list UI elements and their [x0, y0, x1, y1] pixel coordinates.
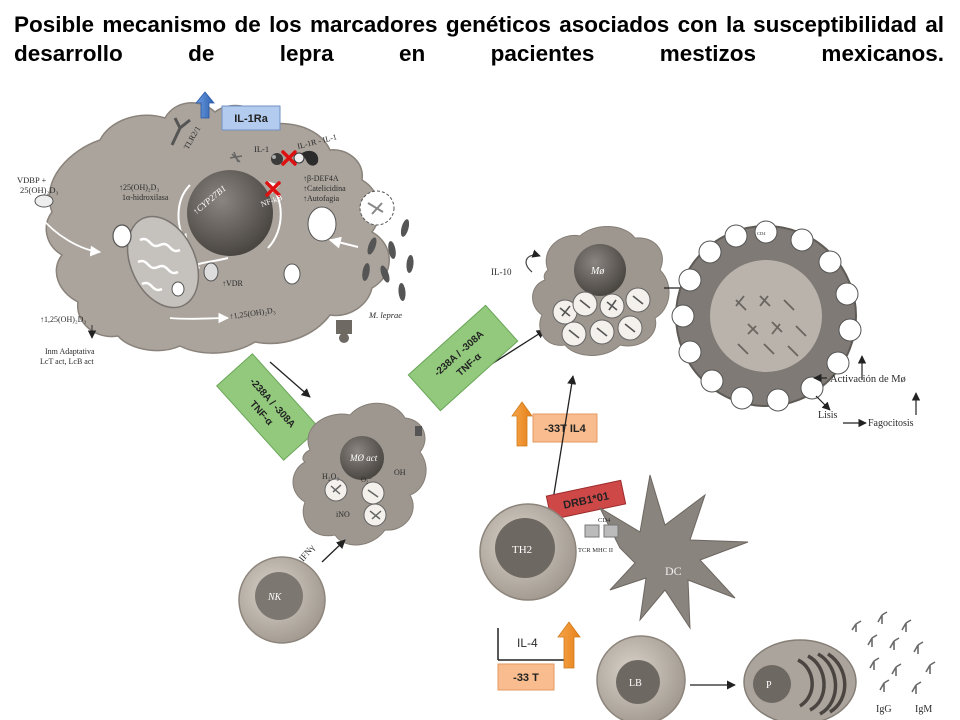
- il4-33t-label: -33T IL4: [544, 423, 586, 435]
- antibody-icons: [851, 611, 936, 694]
- drb1-box: DRB1*01: [545, 479, 627, 521]
- p-label: P: [766, 680, 772, 691]
- th2-dc-panel: DC TH2 CD4 TCR MHC II: [479, 474, 749, 630]
- tnf-box-left: -238A / -308A TNF-α: [216, 353, 320, 461]
- up-arrow-icon: [195, 91, 215, 119]
- tlr-receptor-icon: [170, 117, 191, 146]
- macrophage-panel: VDBP + 25(OH)₂D₃ ↑25(OH)₂D₃ 1α-hidroxila…: [17, 91, 414, 366]
- oh-label: OH: [394, 468, 406, 477]
- granuloma: CD4 Activación de Mø Lisis Fagocitosis: [671, 220, 921, 429]
- t33-box: [497, 663, 555, 691]
- infected-macrophage: Mø IL-10: [491, 225, 670, 356]
- tcr-mhc-label: TCR MHC II: [578, 547, 613, 554]
- igg-label: IgG: [876, 704, 892, 715]
- o2-label: O₂⁻: [361, 476, 372, 484]
- page-title: Posible mecanismo de los marcadores gené…: [14, 12, 944, 66]
- ifng-label: IFNγ: [297, 543, 317, 564]
- up-arrow-icon-il4: [511, 401, 533, 447]
- mycobacterium-icons: [362, 219, 414, 301]
- mo-act-label: MØ act: [349, 453, 378, 463]
- ino-label: iNO: [336, 510, 350, 519]
- activated-macrophage: MØ act H₂O₂ OH O₂⁻ iNO: [292, 402, 427, 546]
- il4-label: IL-4: [517, 636, 538, 650]
- vdbp-label-2: 25(OH)₂D₃: [20, 185, 59, 195]
- il1-label: IL-1: [254, 144, 269, 154]
- vdr-label: ↑VDR: [222, 279, 244, 288]
- fagocitosis-label: Fagocitosis: [868, 418, 914, 429]
- cd4-label: CD4: [757, 231, 766, 236]
- hydroxy-label-2: 1α-hidroxilasa: [122, 193, 169, 202]
- hydroxy-label-1: ↑25(OH)₂D₃: [119, 183, 159, 192]
- vdbp-label-1: VDBP +: [17, 175, 46, 185]
- il4-33t-box: [532, 413, 598, 443]
- cd4-small-label: CD4: [598, 517, 611, 524]
- x-mark-icon: [265, 150, 297, 197]
- igm-label: IgM: [915, 704, 932, 715]
- nk-label: NK: [267, 592, 283, 603]
- b-cell-panel: IL-4 -33 T LB P IgG IgM: [497, 611, 936, 720]
- def-label-1: ↑β-DEF4A: [303, 174, 339, 183]
- inm-label-1: Inm Adaptativa: [45, 347, 95, 356]
- mo-label: Mø: [590, 266, 605, 277]
- th2-label: TH2: [512, 544, 532, 556]
- dendritic-cell: [598, 474, 749, 630]
- lb-label: LB: [629, 678, 642, 689]
- activacion-label: Activación de Mø: [830, 374, 906, 385]
- lisis-label: Lisis: [818, 410, 838, 421]
- nk-cell: NK IFNγ: [238, 539, 346, 644]
- il10-label: IL-10: [491, 267, 512, 277]
- cd4-ring: [671, 220, 862, 412]
- oh2-left-label: ↑1,25(OH)₂D₃: [40, 315, 86, 324]
- il1ra-box: [221, 105, 281, 131]
- up-arrow-icon-b: [557, 621, 581, 669]
- dc-label: DC: [665, 564, 682, 578]
- h2o2-label: H₂O₂: [322, 472, 339, 481]
- t33-label: -33 T: [513, 672, 539, 684]
- def-label-3: ↑Autofagia: [303, 194, 339, 203]
- mleprae-label: M. leprae: [368, 310, 402, 320]
- macrophage-nucleus: [187, 170, 273, 256]
- inm-label-2: LcT act, LcB act: [40, 357, 94, 366]
- def-label-2: ↑Catelicidina: [303, 184, 346, 193]
- il1ra-label: IL-1Ra: [234, 113, 269, 125]
